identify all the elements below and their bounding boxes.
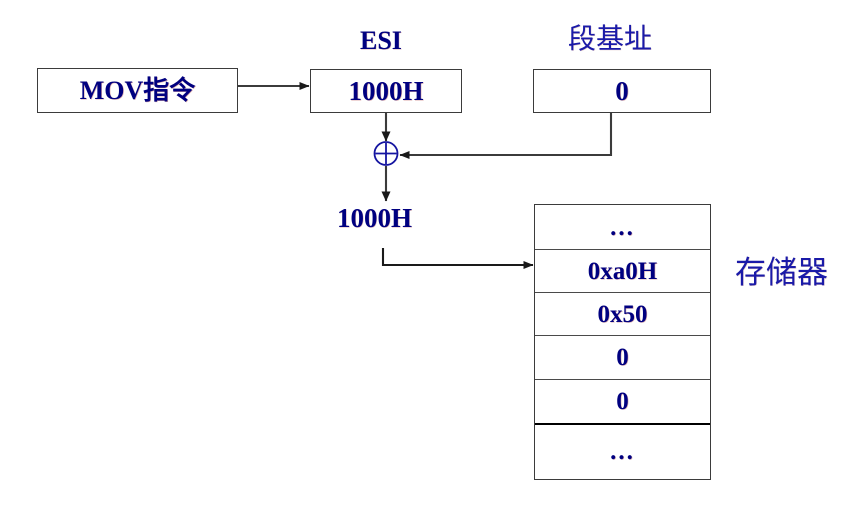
memory-cell-1-value: 0xa0H	[587, 257, 658, 285]
plus-circle-icon	[373, 141, 399, 166]
memory-cell-5-value: ...	[610, 438, 635, 465]
instruction-box-label: MOV指令	[79, 75, 196, 105]
memory-cell-2-value: 0x50	[597, 300, 648, 328]
esi-value: 1000H	[348, 75, 424, 106]
connector-effective-address-to-memory	[381, 248, 534, 269]
memory-cell-0-value: ...	[610, 213, 635, 241]
segment-base-caption: 段基址	[568, 22, 653, 55]
memory-cell-1[interactable]: 0xa0H	[535, 250, 710, 293]
segment-base-value: 0	[615, 75, 629, 106]
memory-cell-4[interactable]: 0	[535, 380, 710, 425]
memory-table: ... 0xa0H 0x50 0 0 ...	[534, 204, 711, 480]
memory-cell-3-value: 0	[616, 344, 629, 371]
esi-caption: ESI	[360, 26, 402, 55]
effective-address-value: 1000H	[337, 203, 413, 233]
memory-cell-5[interactable]: ...	[535, 425, 710, 478]
segment-base-box[interactable]: 0	[533, 69, 711, 113]
connector-segment-base-to-adder	[399, 113, 613, 159]
instruction-box[interactable]: MOV指令	[37, 68, 238, 113]
memory-caption: 存储器	[735, 255, 828, 291]
esi-box[interactable]: 1000H	[310, 69, 462, 113]
memory-cell-4-value: 0	[616, 388, 629, 415]
memory-cell-3[interactable]: 0	[535, 336, 710, 380]
memory-cell-0[interactable]: ...	[535, 205, 710, 250]
memory-cell-2[interactable]: 0x50	[535, 293, 710, 336]
